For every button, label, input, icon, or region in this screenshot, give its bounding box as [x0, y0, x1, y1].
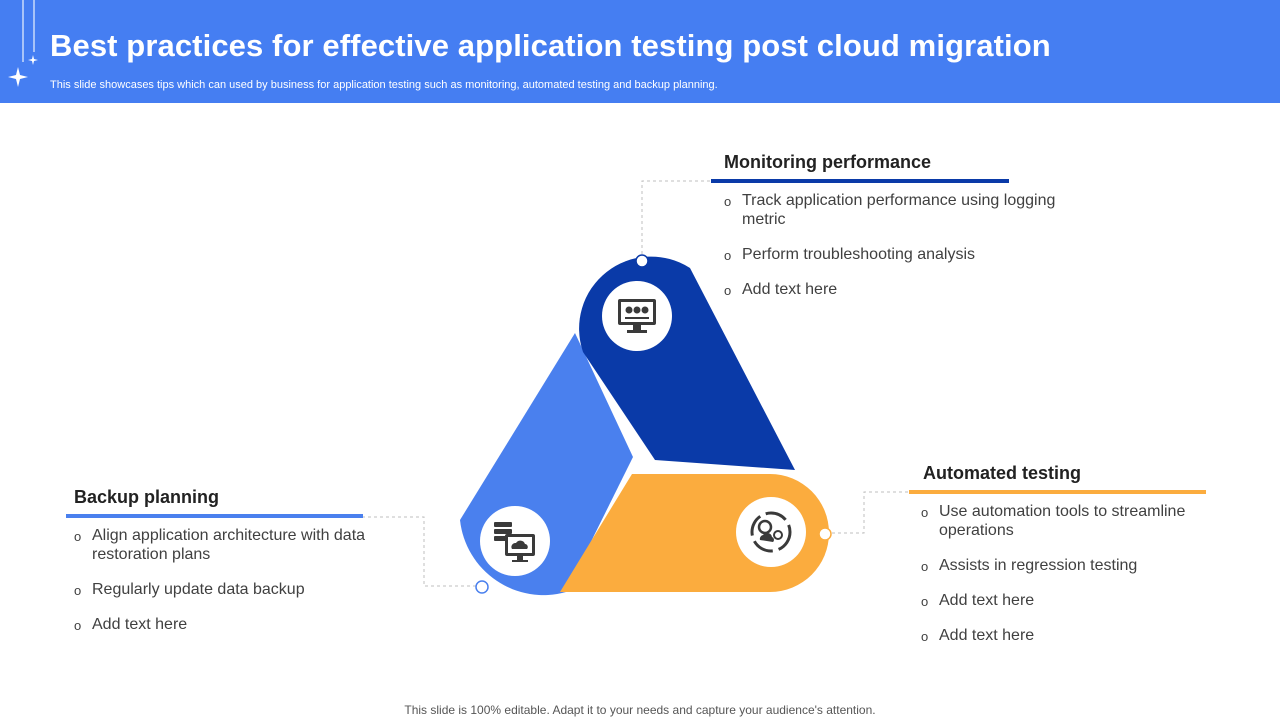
sparkle-decoration-icon [8, 0, 38, 87]
section-underline [909, 490, 1206, 494]
connector-lines [363, 180, 909, 587]
monitor-gears-icon [602, 281, 672, 351]
page-subtitle: This slide showcases tips which can used… [50, 79, 718, 91]
section-title: Monitoring performance [724, 152, 932, 172]
automation-cycle-icon [736, 497, 806, 567]
section-underline [66, 514, 363, 518]
section-title: Automated testing [923, 463, 1082, 483]
header-banner: Best practices for effective application… [0, 0, 1280, 103]
section-underline [711, 179, 1009, 183]
server-cloud-backup-icon [480, 506, 550, 576]
connector-dot-monitoring [635, 254, 649, 268]
connector-dot-automated [818, 527, 832, 541]
connector-dot-backup [475, 580, 489, 594]
footer-note: This slide is 100% editable. Adapt it to… [404, 703, 876, 717]
section-title: Backup planning [74, 487, 220, 507]
page-title: Best practices for effective application… [50, 28, 1051, 63]
